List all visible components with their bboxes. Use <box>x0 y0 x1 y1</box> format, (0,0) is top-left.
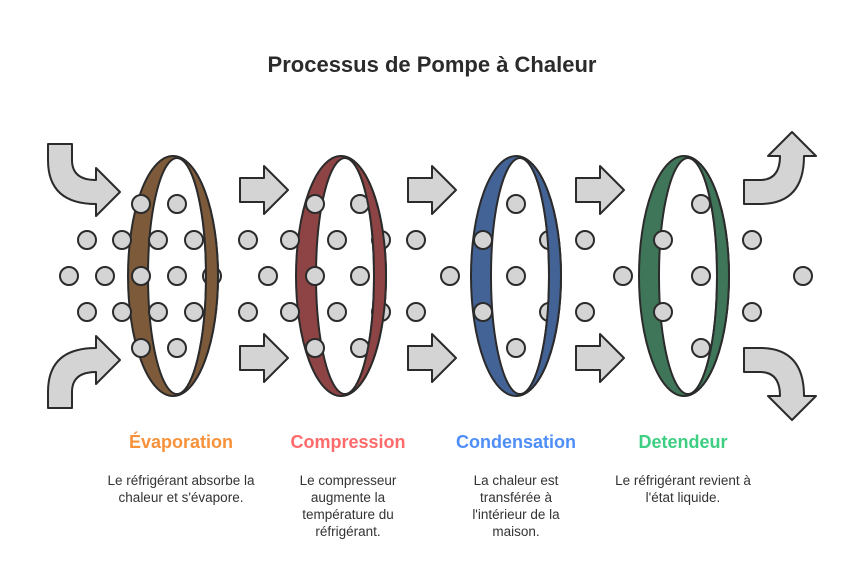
refrigerant-particle <box>131 266 151 286</box>
right-arrow-icon <box>407 165 457 215</box>
refrigerant-particle <box>131 338 151 358</box>
step-label: Compression <box>290 432 406 452</box>
refrigerant-particle <box>184 302 204 322</box>
curved-arrow-icon <box>743 347 817 421</box>
refrigerant-particle <box>327 230 347 250</box>
refrigerant-particle <box>742 302 762 322</box>
curved-arrow-icon <box>743 131 817 205</box>
refrigerant-particle <box>112 302 132 322</box>
refrigerant-particle <box>280 230 300 250</box>
refrigerant-particle <box>406 302 426 322</box>
refrigerant-particle <box>280 302 300 322</box>
refrigerant-particle <box>148 230 168 250</box>
refrigerant-particle <box>506 266 526 286</box>
curved-arrow-icon <box>47 143 121 217</box>
refrigerant-particle <box>653 302 673 322</box>
ring-front <box>345 155 388 397</box>
right-arrow-icon <box>407 333 457 383</box>
right-arrow-icon <box>575 333 625 383</box>
refrigerant-particle <box>473 230 493 250</box>
refrigerant-particle <box>305 194 325 214</box>
diagram-title: Processus de Pompe à Chaleur <box>267 52 597 77</box>
refrigerant-particle <box>77 302 97 322</box>
refrigerant-particle <box>506 338 526 358</box>
refrigerant-particle <box>167 266 187 286</box>
ring-front <box>688 155 731 397</box>
refrigerant-particle <box>305 338 325 358</box>
refrigerant-particle <box>77 230 97 250</box>
refrigerant-particle <box>691 338 711 358</box>
refrigerant-particle <box>575 230 595 250</box>
refrigerant-particle <box>691 266 711 286</box>
refrigerant-particle <box>112 230 132 250</box>
refrigerant-particle <box>131 194 151 214</box>
refrigerant-particle <box>613 266 633 286</box>
right-arrow-icon <box>239 165 289 215</box>
step-description: Le réfrigérant revient à l'état liquide. <box>615 473 751 505</box>
refrigerant-particle <box>742 230 762 250</box>
step-description: La chaleur est transférée à l'intérieur … <box>472 473 560 539</box>
refrigerant-particle <box>350 266 370 286</box>
ring-front <box>520 155 563 397</box>
ring-front <box>177 155 220 397</box>
refrigerant-particle <box>238 230 258 250</box>
step-label: Detendeur <box>638 432 728 452</box>
refrigerant-particle <box>575 302 595 322</box>
step-label: Évaporation <box>128 432 234 452</box>
refrigerant-particle <box>473 302 493 322</box>
refrigerant-particle <box>167 194 187 214</box>
right-arrow-icon <box>575 165 625 215</box>
refrigerant-particle <box>406 230 426 250</box>
refrigerant-particle <box>238 302 258 322</box>
refrigerant-particle <box>653 230 673 250</box>
refrigerant-particle <box>59 266 79 286</box>
step-detendeur: Detendeur Le réfrigérant revient à l'éta… <box>598 432 768 506</box>
step-evaporation: Évaporation Le réfrigérant absorbe la ch… <box>96 432 266 506</box>
refrigerant-particle <box>305 266 325 286</box>
refrigerant-particle <box>184 230 204 250</box>
refrigerant-particle <box>691 194 711 214</box>
curved-arrow-icon <box>47 335 121 409</box>
step-label: Condensation <box>456 432 576 452</box>
step-condensation: Condensation La chaleur est transférée à… <box>431 432 601 540</box>
refrigerant-particle <box>95 266 115 286</box>
step-description: Le compresseur augmente la température d… <box>299 473 397 539</box>
step-compression: Compression Le compresseur augmente la t… <box>263 432 433 540</box>
step-description: Le réfrigérant absorbe la chaleur et s'é… <box>107 473 255 505</box>
refrigerant-particle <box>793 266 813 286</box>
refrigerant-particle <box>506 194 526 214</box>
refrigerant-particle <box>148 302 168 322</box>
refrigerant-particle <box>327 302 347 322</box>
refrigerant-particle <box>258 266 278 286</box>
refrigerant-particle <box>440 266 460 286</box>
refrigerant-particle <box>167 338 187 358</box>
right-arrow-icon <box>239 333 289 383</box>
